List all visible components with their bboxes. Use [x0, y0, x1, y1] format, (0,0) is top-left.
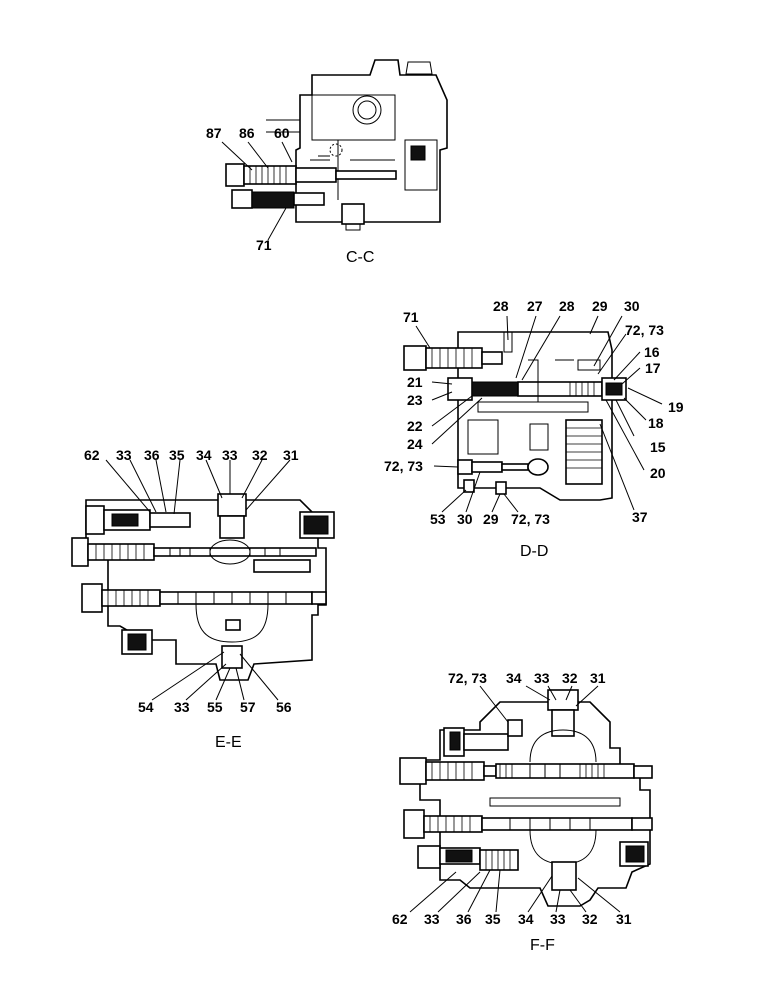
callout-label: 72, 73 [511, 511, 550, 527]
callout-label: 33 [116, 447, 132, 463]
callout-label: 24 [407, 436, 423, 452]
section-cc-drawing [221, 59, 448, 241]
callout-label: 28 [559, 298, 575, 314]
section-ff: 72, 73 34 33 32 31 62 33 36 35 34 33 32 … [392, 670, 653, 954]
callout-label: 33 [222, 447, 238, 463]
callout-label: 87 [206, 125, 222, 141]
section-ee-title: E-E [215, 734, 242, 751]
section-ee-drawing [71, 459, 335, 701]
callout-label: 30 [457, 511, 473, 527]
callout-label: 62 [392, 911, 408, 927]
callout-label: 57 [240, 699, 256, 715]
callout-label: 37 [632, 509, 648, 525]
section-dd-title: D-D [520, 543, 548, 560]
callout-label: 62 [84, 447, 100, 463]
callout-label: 72, 73 [625, 322, 664, 338]
callout-label: 34 [518, 911, 534, 927]
callout-label: 21 [407, 374, 423, 390]
callout-label: 55 [207, 699, 223, 715]
callout-label: 22 [407, 418, 423, 434]
callout-label: 32 [562, 670, 578, 686]
section-ff-title: F-F [530, 937, 555, 954]
callout-label: 54 [138, 699, 154, 715]
callout-label: 32 [582, 911, 598, 927]
callout-label: 72, 73 [448, 670, 487, 686]
callout-label: 33 [550, 911, 566, 927]
callout-label: 31 [616, 911, 632, 927]
callout-label: 32 [252, 447, 268, 463]
section-ff-drawing [399, 685, 653, 913]
callout-label: 33 [424, 911, 440, 927]
callout-label: 20 [650, 465, 666, 481]
callout-label: 33 [534, 670, 550, 686]
callout-label: 30 [624, 298, 640, 314]
callout-label: 15 [650, 439, 666, 455]
callout-label: 56 [276, 699, 292, 715]
callout-label: 35 [485, 911, 501, 927]
section-cc-title: C-C [346, 249, 374, 266]
callout-label: 72, 73 [384, 458, 423, 474]
callout-label: 71 [403, 309, 419, 325]
callout-label: 23 [407, 392, 423, 408]
callout-label: 31 [590, 670, 606, 686]
callout-label: 29 [483, 511, 499, 527]
callout-label: 53 [430, 511, 446, 527]
callout-label: 71 [256, 237, 272, 253]
callout-label: 19 [668, 399, 684, 415]
section-ee: 62 33 36 35 34 33 32 31 54 33 55 57 56 E… [71, 447, 335, 751]
callout-label: 36 [456, 911, 472, 927]
callout-label: 28 [493, 298, 509, 314]
section-dd: 71 28 27 28 29 30 72, 73 16 17 21 23 19 … [384, 298, 684, 560]
callout-label: 34 [506, 670, 522, 686]
callout-label: 86 [239, 125, 255, 141]
callout-label: 29 [592, 298, 608, 314]
section-dd-drawing [403, 315, 663, 513]
callout-label: 34 [196, 447, 212, 463]
callout-label: 16 [644, 344, 660, 360]
callout-label: 18 [648, 415, 664, 431]
callout-label: 17 [645, 360, 661, 376]
callout-label: 31 [283, 447, 299, 463]
callout-label: 27 [527, 298, 543, 314]
callout-label: 33 [174, 699, 190, 715]
callout-label: 60 [274, 125, 290, 141]
callout-label: 35 [169, 447, 185, 463]
section-cc: 87 86 60 71 C-C [206, 59, 448, 266]
callout-label: 36 [144, 447, 160, 463]
